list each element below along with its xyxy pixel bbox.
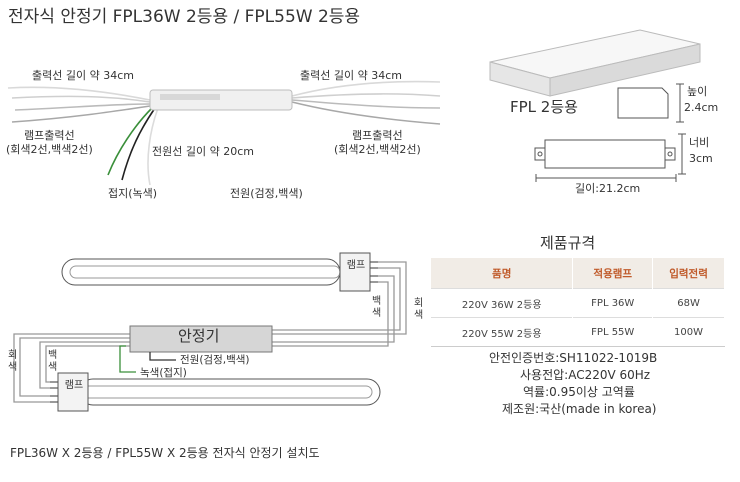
voltage: 사용전압:AC220V 60Hz [520,368,651,382]
spec-header-name: 품명 [431,258,574,289]
width-label: 너비 [689,136,710,149]
table-cell: 68W [652,288,725,318]
table-cell: FPL 36W [572,288,654,318]
spec-header-row: 품명 적용램프 입력전력 [431,258,725,289]
table-cell: 220V 55W 2등용 [431,317,574,347]
table-cell: FPL 55W [572,317,654,347]
white-wire-left: 백색 [48,350,58,373]
lamp1-label: 램프 [346,260,366,271]
lamp-output-right: 램프출력선 [352,129,403,142]
table-cell: 100W [652,317,725,347]
spec-header-power: 입력전력 [652,258,725,289]
lamp-output-right-sub: (회색2선,백색2선) [334,143,421,156]
table-cell: 220V 36W 2등용 [431,288,574,318]
length-label: 길이:21.2cm [575,182,641,195]
lamp-output-left: 램프출력선 [24,129,75,142]
spec-table: 품명 적용램프 입력전력 220V 36W 2등용 FPL 36W 68W 22… [431,258,725,347]
white-wire-right: 백색 [372,296,382,319]
power-factor: 역률:0.95이상 고역률 [523,385,635,399]
ground-label: 접지(녹색) [108,187,158,200]
gray-wire-right: 회색 [414,298,424,321]
height-value: 2.4cm [684,101,719,114]
power-wire-length: 전원선 길이 약 20cm [152,145,254,158]
power-label: 전원(검정,백색) [230,187,303,200]
page-title: 전자식 안정기 FPL36W 2등용 / FPL55W 2등용 [8,7,361,27]
gray-wire-left: 회색 [8,350,18,373]
width-value: 3cm [689,152,713,165]
power-wire-label: 전원(검정,백색) [180,354,250,366]
ballast-label: 안정기 [178,327,220,345]
output-length-right: 출력선 길이 약 34cm [300,69,402,82]
table-row: 220V 36W 2등용 FPL 36W 68W [431,288,725,318]
ground-wire-label: 녹색(접지) [140,367,187,379]
spec-header-lamp: 적용램프 [572,258,654,289]
cert-number: 안전인증번호:SH11022-1019B [489,351,658,365]
height-label: 높이 [687,85,708,98]
table-row: 220V 55W 2등용 FPL 55W 100W [431,317,725,347]
lamp-output-left-sub: (회색2선,백색2선) [6,143,93,156]
product-name: FPL 2등용 [510,98,578,116]
output-length-left: 출력선 길이 약 34cm [32,69,134,82]
spec-title: 제품규격 [540,234,596,252]
lamp2-label: 램프 [64,380,84,391]
footer-caption: FPL36W X 2등용 / FPL55W X 2등용 전자식 안정기 설치도 [10,446,320,460]
origin: 제조원:국산(made in korea) [502,402,657,416]
